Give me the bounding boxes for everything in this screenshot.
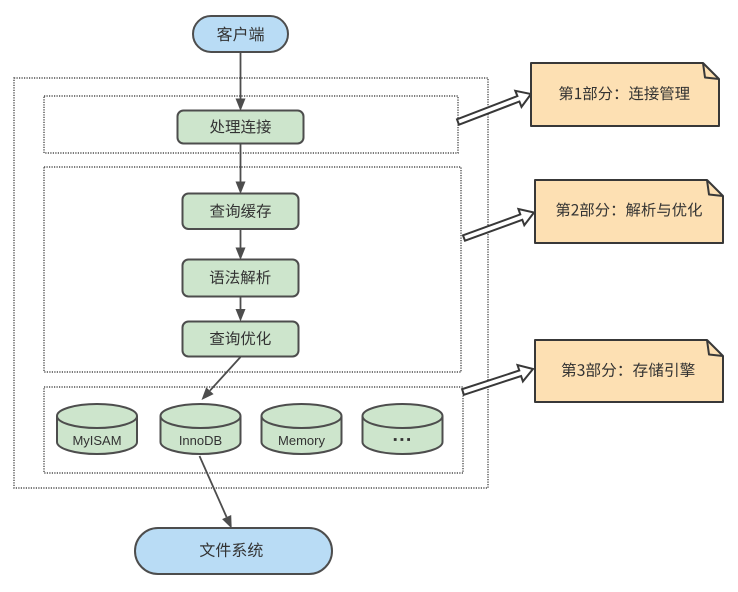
svg-text:MyISAM: MyISAM — [72, 433, 121, 448]
svg-text:Memory: Memory — [278, 433, 325, 448]
svg-text:InnoDB: InnoDB — [179, 433, 222, 448]
